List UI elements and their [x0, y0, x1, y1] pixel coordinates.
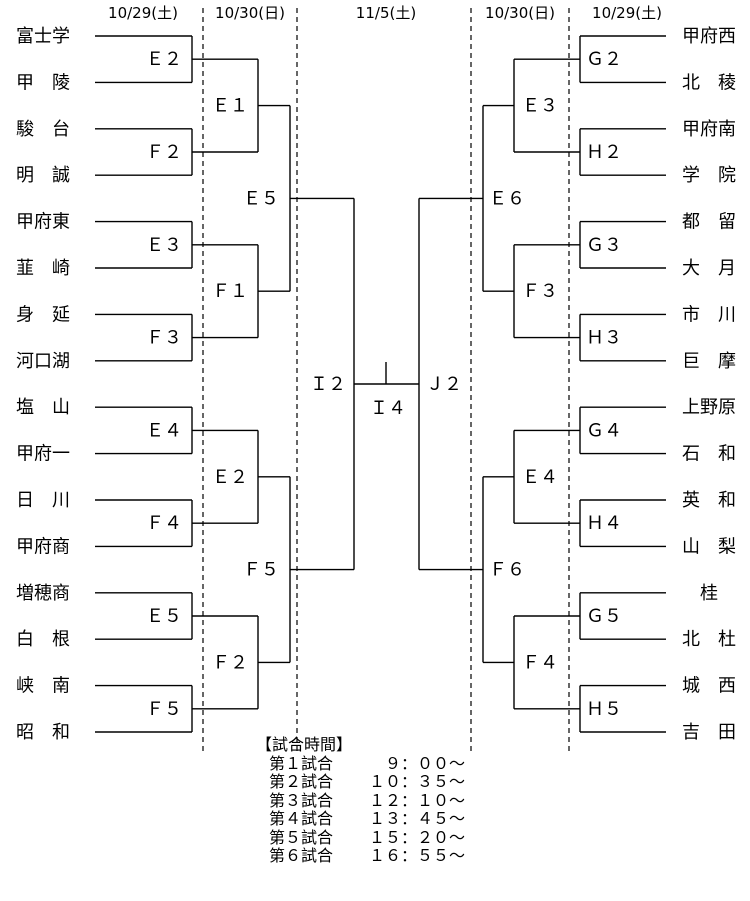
schedule-label: 第１試合: [269, 753, 334, 773]
schedule-row: 第５試合 １５：２０～: [256, 827, 556, 848]
team-name: 甲府南: [682, 119, 736, 140]
schedule-time: １３：４５～: [369, 809, 466, 828]
match-code: Ｆ３: [146, 328, 182, 349]
team-name: 石 和: [682, 444, 736, 465]
team-name: 都 留: [682, 212, 736, 233]
team-name: 甲府商: [16, 536, 70, 557]
match-code: Ｆ２: [212, 652, 248, 673]
team-name: 峡 南: [16, 676, 70, 697]
schedule-row: 第１試合 ９：００～: [256, 753, 556, 774]
match-code: Ｅ３: [522, 96, 558, 117]
schedule-header: 【試合時間】: [256, 735, 353, 754]
team-name: 河口湖: [16, 351, 70, 372]
team-name: 桂: [700, 583, 718, 604]
semifinal-code: Ｊ２: [426, 374, 462, 395]
match-code: Ｅ５: [146, 606, 182, 627]
match-code: Ｆ１: [212, 281, 248, 302]
date-right-round1: 10/29(土): [592, 4, 662, 22]
match-code: Ｆ５: [243, 560, 279, 581]
team-name: 甲府東: [16, 212, 70, 233]
team-name: 富士学: [16, 26, 70, 47]
team-name: 韮 崎: [16, 258, 70, 279]
match-code: Ｅ６: [489, 188, 525, 209]
match-code: Ｅ２: [212, 467, 248, 488]
team-name: 英 和: [682, 490, 736, 511]
bracket-lines: [95, 8, 666, 755]
schedule-time: ９：００～: [369, 753, 466, 773]
match-code: Ｆ４: [146, 513, 182, 534]
match-code: Ｈ５: [586, 699, 622, 720]
schedule-row: 第４試合 １３：４５～: [256, 809, 556, 829]
team-name: 大 月: [682, 258, 736, 279]
final-code: Ｉ４: [370, 398, 406, 419]
team-name: 明 誠: [16, 165, 70, 186]
team-name: 北 稜: [682, 72, 736, 93]
team-name: 日 川: [16, 490, 70, 511]
schedule-time: １６：５５～: [369, 846, 466, 865]
match-code: Ｆ４: [522, 652, 558, 673]
team-name: 甲 陵: [16, 72, 70, 93]
schedule-label: 第４試合: [269, 809, 334, 828]
match-code: Ｅ４: [146, 420, 182, 441]
match-code: Ｅ１: [212, 96, 248, 117]
team-name: 甲府一: [16, 444, 70, 465]
date-left-round1: 10/29(土): [108, 4, 178, 22]
match-code: Ｆ３: [522, 281, 558, 302]
team-name: 白 根: [16, 629, 70, 650]
team-name: 昭 和: [16, 722, 70, 743]
team-name: 山 梨: [682, 536, 736, 557]
match-code: Ｈ３: [586, 328, 622, 349]
match-code: Ｅ５: [243, 188, 279, 209]
team-name: 学 院: [682, 165, 736, 186]
schedule-time: １２：１０～: [369, 790, 466, 810]
team-name: 上野原: [682, 397, 736, 418]
schedule-row: 第３試合 １２：１０～: [256, 790, 556, 811]
team-name: 北 杜: [682, 629, 736, 650]
team-name: 甲府西: [682, 26, 736, 47]
team-name: 市 川: [682, 304, 736, 325]
schedule-label: 第２試合: [269, 772, 334, 791]
date-left-round2: 10/30(日): [215, 4, 285, 22]
team-name: 巨 摩: [682, 351, 736, 372]
date-right-round2: 10/30(日): [485, 4, 555, 22]
match-code: Ｆ５: [146, 699, 182, 720]
schedule-row: 第２試合 １０：３５～: [256, 772, 556, 792]
match-code: Ｅ３: [146, 235, 182, 256]
match-code: Ｇ３: [586, 235, 622, 256]
match-code: Ｇ２: [586, 49, 622, 70]
team-name: 城 西: [682, 676, 736, 697]
match-code: Ｅ４: [522, 467, 558, 488]
team-name: 塩 山: [16, 397, 70, 418]
schedule-time: １５：２０～: [369, 827, 466, 847]
team-name: 駿 台: [16, 119, 70, 140]
match-code: Ｈ４: [586, 513, 622, 534]
date-center: 11/5(土): [356, 4, 416, 22]
schedule-label: 第５試合: [269, 827, 334, 847]
schedule-time: １０：３５～: [369, 772, 466, 791]
match-code: Ｇ４: [586, 420, 622, 441]
team-name: 吉 田: [682, 722, 736, 743]
schedule-label: 第６試合: [269, 846, 334, 865]
schedule-label: 第３試合: [269, 790, 334, 810]
match-code: Ｆ６: [489, 560, 525, 581]
match-code: Ｈ２: [586, 142, 622, 163]
schedule-row: 第６試合 １６：５５～: [256, 846, 556, 866]
match-code: Ｅ２: [146, 49, 182, 70]
match-code: Ｆ２: [146, 142, 182, 163]
semifinal-code: Ｉ２: [310, 374, 346, 395]
team-name: 増穂商: [16, 583, 70, 604]
match-code: Ｇ５: [586, 606, 622, 627]
team-name: 身 延: [16, 304, 70, 325]
